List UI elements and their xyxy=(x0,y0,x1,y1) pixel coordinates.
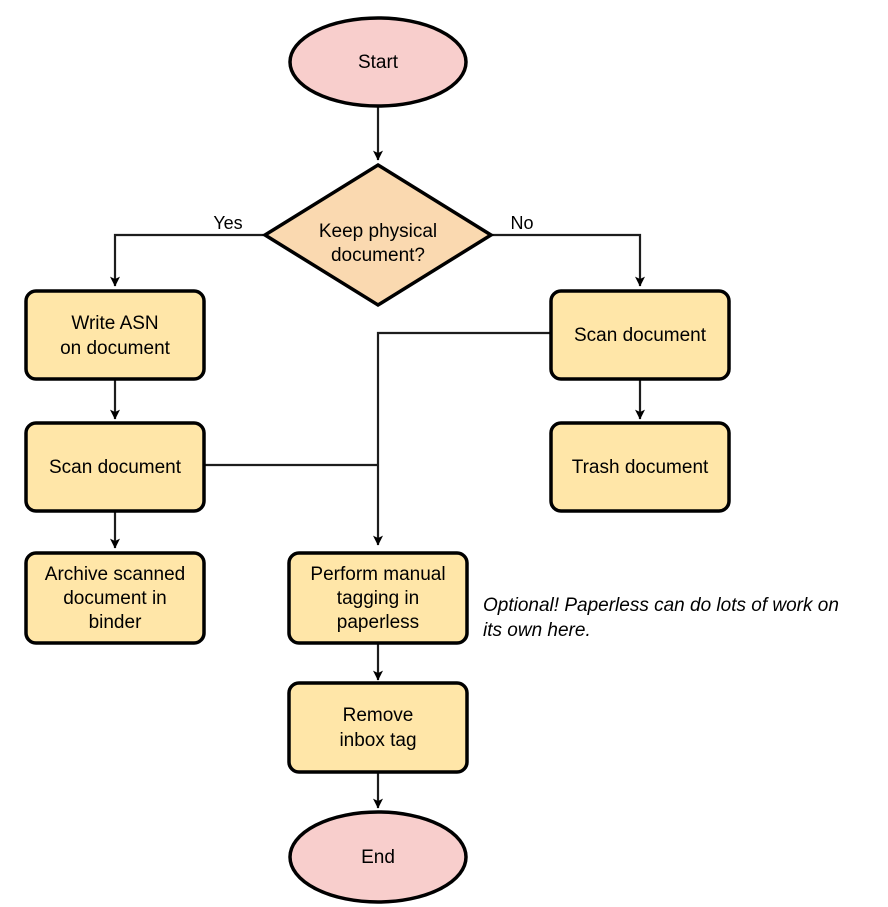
node-start[interactable]: Start xyxy=(288,16,468,108)
archive-label-line1: Archive scanned xyxy=(45,564,185,585)
remove-inbox-box-shape xyxy=(287,681,469,774)
start-ellipse-shape xyxy=(288,16,468,108)
node-scan-document-right[interactable]: Scan document xyxy=(549,289,731,381)
manual-tagging-label-line3: paperless xyxy=(337,612,419,633)
optional-note-line2: its own here. xyxy=(483,620,591,641)
decision-label-line2: document? xyxy=(331,245,425,266)
remove-inbox-label-line1: Remove xyxy=(343,705,414,726)
scan-left-box-shape xyxy=(24,421,206,513)
node-remove-inbox-tag[interactable]: Remove inbox tag xyxy=(287,681,469,774)
archive-label-line2: document in xyxy=(63,588,167,609)
node-decision-keep-physical-document[interactable]: Keep physical document? xyxy=(261,162,495,308)
manual-tagging-label-line1: Perform manual xyxy=(310,564,445,585)
remove-inbox-label-line2: inbox tag xyxy=(339,730,416,751)
node-write-asn[interactable]: Write ASN on document xyxy=(24,289,206,381)
archive-box-shape xyxy=(24,551,206,645)
annotation-optional-note: Optional! Paperless can do lots of work … xyxy=(483,595,839,641)
start-label: Start xyxy=(358,52,399,73)
trash-label: Trash document xyxy=(572,457,709,478)
manual-tagging-box-shape xyxy=(287,551,469,645)
write-asn-box-shape xyxy=(24,289,206,381)
end-ellipse-shape xyxy=(288,810,468,904)
scan-left-label: Scan document xyxy=(49,457,182,478)
node-scan-document-left[interactable]: Scan document xyxy=(24,421,206,513)
end-label: End xyxy=(361,847,395,868)
trash-box-shape xyxy=(549,421,731,513)
edge-decision-yes-to-write-asn xyxy=(110,233,265,287)
scan-right-box-shape xyxy=(549,289,731,381)
edge-scan-right-to-manual-tagging xyxy=(373,331,551,546)
edge-decision-no-to-scan-right xyxy=(491,233,645,287)
edge-label-no: No xyxy=(510,213,533,233)
optional-note-line1: Optional! Paperless can do lots of work … xyxy=(483,595,839,616)
manual-tagging-label-line2: tagging in xyxy=(337,588,419,609)
write-asn-label-line2: on document xyxy=(60,338,171,359)
archive-label-line3: binder xyxy=(89,612,142,633)
write-asn-label-line1: Write ASN xyxy=(71,313,158,334)
decision-diamond-shape xyxy=(261,162,495,308)
node-perform-manual-tagging[interactable]: Perform manual tagging in paperless xyxy=(287,551,469,645)
node-end[interactable]: End xyxy=(288,810,468,904)
edge-label-yes: Yes xyxy=(213,213,242,233)
node-archive-scanned-document[interactable]: Archive scanned document in binder xyxy=(24,551,206,645)
scan-right-label: Scan document xyxy=(574,325,707,346)
decision-label-line1: Keep physical xyxy=(319,221,437,242)
node-trash-document[interactable]: Trash document xyxy=(549,421,731,513)
